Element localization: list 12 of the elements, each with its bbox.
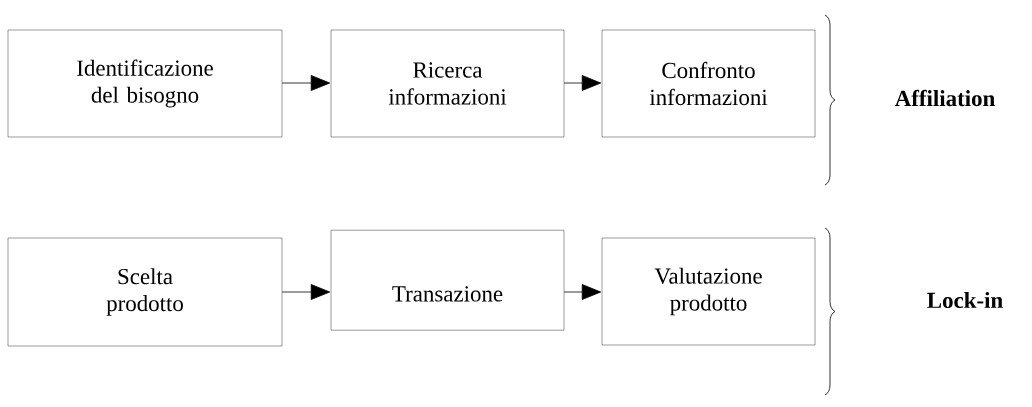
process-box: Transazione [330, 230, 565, 331]
process-box: Valutazione prodotto [601, 237, 816, 346]
group-label: Affiliation [894, 89, 995, 107]
process-box: Scelta prodotto [7, 237, 283, 347]
arrow [281, 284, 331, 300]
process-box: Ricerca informazioni [330, 29, 565, 138]
group-label: Lock-in [927, 291, 1003, 309]
arrow [563, 75, 602, 91]
arrow [281, 75, 331, 91]
process-box: Confronto informazioni [601, 29, 816, 138]
process-box: Identificazione del bisogno [7, 29, 283, 138]
arrow [563, 284, 602, 300]
